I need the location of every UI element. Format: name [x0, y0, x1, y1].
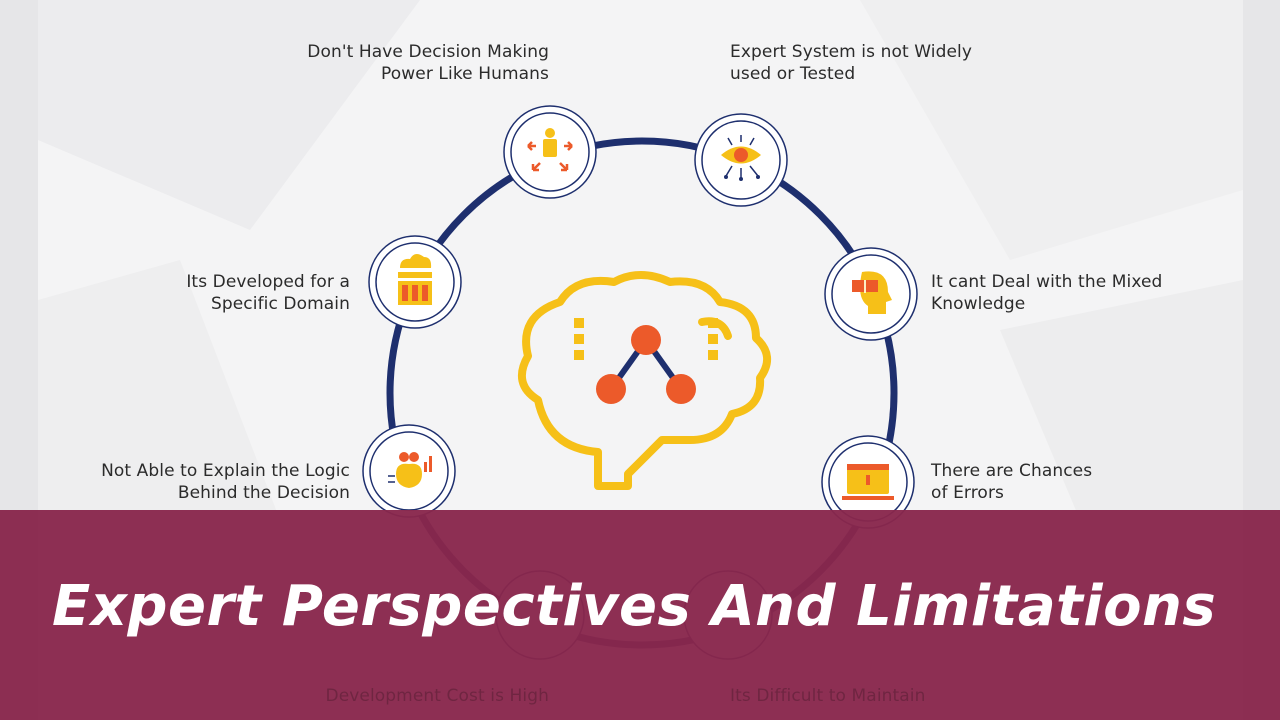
brain-chart-icon	[388, 452, 432, 488]
node-not-widely-used-icon-ring	[694, 113, 788, 207]
brain-network-icon	[517, 271, 771, 490]
eye-circuit-icon	[721, 135, 761, 181]
person-arrows-icon	[527, 128, 573, 172]
label-development-cost: Development Cost is High	[325, 686, 549, 706]
brain-bars	[574, 318, 718, 360]
title-banner	[0, 510, 1280, 720]
node-mixed-knowledge-icon-ring	[824, 247, 918, 341]
brain-network-nodes	[596, 325, 696, 404]
node-specific-domain-icon-ring	[368, 235, 462, 329]
node-decision-power-icon-ring	[503, 105, 597, 199]
laptop-warning-icon	[842, 464, 894, 500]
page-title: Expert Perspectives And Limitations	[52, 574, 1217, 639]
head-book-icon	[852, 271, 892, 314]
label-difficult-maintain: Its Difficult to Maintain	[730, 686, 926, 706]
cloud-building-icon	[398, 253, 432, 305]
node-explain-logic-icon-ring	[362, 424, 456, 518]
